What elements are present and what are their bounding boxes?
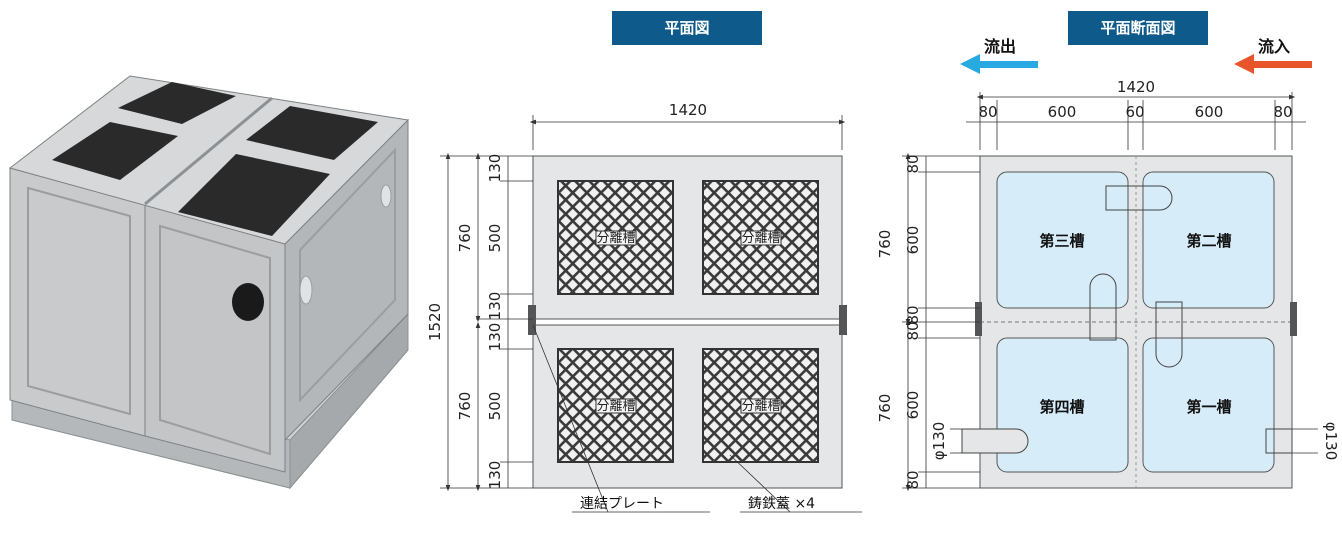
section-dim-h80d: 80 [904, 470, 922, 489]
base-slab-side [289, 312, 409, 490]
section-title-box [1068, 11, 1208, 45]
chamber-first [1142, 337, 1275, 473]
chamber-fourth [996, 337, 1129, 473]
left-box-left-panel [27, 186, 131, 416]
plan-dim-130b: 130 [486, 292, 504, 321]
section-dim-w60: 60 [1125, 103, 1144, 121]
cover-upper-right: 分離槽 [702, 180, 819, 295]
outlet-pipe [961, 428, 1029, 454]
plan-title-box [612, 11, 762, 45]
pipe-1-to-2 [1155, 301, 1183, 368]
plate-right [839, 305, 847, 335]
left-box-left-face [9, 167, 146, 437]
section-title: 平面断面図 [1100, 19, 1175, 37]
lid-mid-left [52, 122, 178, 180]
section-dim-h760a: 760 [876, 230, 894, 259]
outlet-label: 流出 [984, 37, 1016, 56]
right-box-front-panel [159, 224, 271, 456]
plan-dim-500a: 500 [486, 224, 504, 253]
chamber-second-label: 第二槽 [1186, 232, 1231, 250]
section-dim-h80a: 80 [904, 154, 922, 173]
pipe-left-dim: φ130 [930, 422, 948, 461]
plan-lower-half-dim: 760 [456, 392, 474, 421]
cover-label: 分離槽 [596, 399, 635, 414]
lid-top-left [118, 82, 236, 124]
isometric-illustration [8, 75, 410, 490]
chamber-fourth-label: 第四槽 [1039, 398, 1084, 416]
right-box-front-face [144, 203, 286, 473]
plan-dim-500b: 500 [486, 392, 504, 421]
inlet-label: 流入 [1258, 37, 1290, 56]
section-dim-h600a: 600 [904, 226, 922, 255]
chamber-second [1142, 171, 1275, 309]
cover-upper-left: 分離槽 [557, 180, 674, 295]
outlet-arrow [960, 54, 980, 74]
cover-lower-right: 分離槽 [702, 348, 819, 463]
chamber-first-label: 第一槽 [1186, 398, 1231, 416]
section-dim-w600a: 600 [1048, 103, 1077, 121]
lid-front-right [178, 154, 330, 236]
callout-plate: 連結プレート [580, 496, 664, 512]
pipe-2-to-3 [1105, 185, 1173, 211]
chamber-third-label: 第三槽 [1039, 232, 1084, 250]
plan-width-dim: 1420 [669, 101, 707, 119]
callout-covers: 鋳鉄蓋 ×4 [748, 495, 815, 512]
section-dim-w80a: 80 [978, 103, 997, 121]
plan-upper-half-dim: 760 [456, 224, 474, 253]
plan-view: 平面図 1420 分離槽 分離槽 分離槽 分離槽 [426, 11, 862, 513]
pipe-3-to-4 [1089, 273, 1117, 341]
plan-dim-130d: 130 [486, 461, 504, 490]
cover-label: 分離槽 [741, 231, 780, 246]
plan-title: 平面図 [664, 19, 709, 37]
section-dim-w80b: 80 [1273, 103, 1292, 121]
side-hole [299, 275, 313, 305]
section-dim-h80c: 80 [904, 321, 922, 340]
section-dim-w600b: 600 [1195, 103, 1224, 121]
plan-dim-130c: 130 [486, 323, 504, 352]
outlet-hole [232, 283, 264, 321]
cover-label: 分離槽 [741, 399, 780, 414]
section-width-dim: 1420 [1117, 78, 1155, 96]
inlet-arrow [1234, 54, 1254, 74]
cover-lower-left: 分離槽 [557, 348, 674, 463]
plate-left [528, 305, 536, 335]
side-hole-2 [380, 184, 392, 208]
section-dim-h80b: 80 [904, 305, 922, 324]
section-dim-h760b: 760 [876, 394, 894, 423]
plan-dim-130a: 130 [486, 154, 504, 183]
plan-height-dim: 1520 [426, 303, 444, 341]
section-dim-h600b: 600 [904, 391, 922, 420]
pipe-right-dim: φ130 [1322, 422, 1340, 461]
chamber-third [996, 171, 1129, 309]
lid-top-right [246, 106, 378, 160]
cover-label: 分離槽 [596, 231, 635, 246]
right-box-side-panel [299, 147, 396, 403]
section-view: 平面断面図 流出 流入 1420 80 600 60 600 80 第三槽 第二 [876, 11, 1340, 492]
